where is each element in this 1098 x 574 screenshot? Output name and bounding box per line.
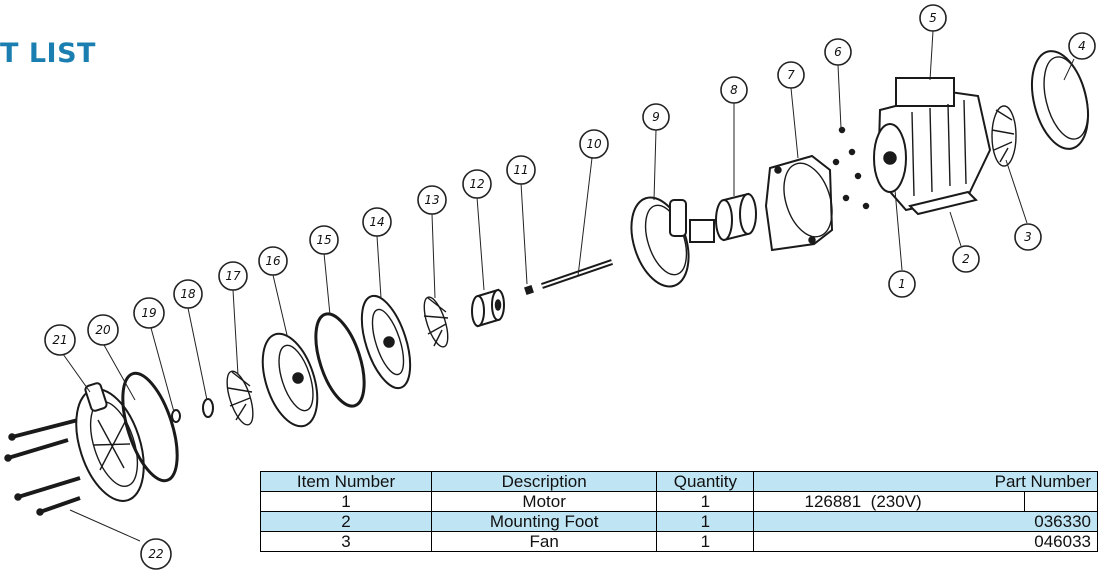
svg-text:13: 13	[424, 193, 439, 207]
bolts-part	[832, 126, 870, 210]
cell-part-number: 046033	[753, 531, 1098, 552]
callout-11: 11	[506, 155, 536, 185]
svg-text:4: 4	[1078, 39, 1086, 53]
callout-13: 13	[417, 185, 447, 215]
callout-22: 22	[140, 538, 172, 570]
bracket-part	[764, 154, 834, 252]
callout-20: 20	[87, 314, 119, 346]
o-ring-part	[121, 371, 179, 483]
callout-10: 10	[579, 129, 609, 159]
leader-lines	[62, 30, 1075, 542]
cell-item: 1	[259, 491, 433, 512]
svg-text:7: 7	[787, 68, 795, 82]
svg-text:5: 5	[929, 11, 937, 25]
cell-quantity: 1	[656, 511, 755, 532]
cell-description: Motor	[431, 491, 658, 512]
impeller-part	[226, 370, 254, 426]
fan-cover-part	[1031, 50, 1089, 150]
seal-ring-part	[171, 409, 181, 423]
motor-part	[873, 77, 992, 212]
impeller-2-part	[423, 296, 449, 348]
page-title: T LIST	[0, 38, 96, 69]
svg-text:22: 22	[148, 547, 163, 561]
part-number-value: 126881 (230V)	[754, 492, 1026, 511]
table-header-row: Item Number Description Quantity Part Nu…	[259, 471, 1098, 492]
svg-text:15: 15	[316, 233, 331, 247]
svg-text:9: 9	[652, 110, 660, 124]
svg-text:10: 10	[586, 137, 602, 151]
callout-15: 15	[309, 225, 339, 255]
fan-part	[991, 105, 1017, 167]
callout-9: 9	[642, 103, 670, 131]
screws-part	[4, 418, 81, 516]
gasket-part	[314, 312, 366, 408]
header-quantity: Quantity	[656, 471, 755, 492]
table-row: 2 Mounting Foot 1 036330	[259, 511, 1098, 532]
bushing-part	[471, 288, 505, 328]
cell-part-number: 036330	[753, 511, 1098, 532]
callout-bubbles: 1 2 3 4 5 6 7 8 9 10 11 12 13 14 15 16 1…	[44, 4, 1096, 570]
callout-14: 14	[362, 207, 392, 237]
diffuser-part	[360, 294, 412, 390]
callout-1: 1	[888, 270, 916, 298]
svg-text:3: 3	[1024, 230, 1032, 244]
svg-text:12: 12	[469, 177, 484, 191]
table-row: 3 Fan 1 046033	[259, 531, 1098, 552]
parts-table: Item Number Description Quantity Part Nu…	[259, 471, 1098, 552]
foot-part	[908, 190, 978, 216]
cell-quantity: 1	[656, 491, 755, 512]
svg-text:16: 16	[265, 254, 281, 268]
table-row: 1 Motor 1 126881 (230V)	[259, 491, 1098, 512]
svg-text:14: 14	[369, 215, 384, 229]
callout-3: 3	[1014, 223, 1042, 251]
callout-16: 16	[258, 246, 288, 276]
callout-6: 6	[824, 38, 852, 66]
callout-17: 17	[218, 261, 248, 291]
svg-text:6: 6	[834, 45, 842, 59]
sleeve-part	[715, 192, 757, 242]
cell-description: Mounting Foot	[431, 511, 658, 532]
callout-21: 21	[44, 324, 76, 356]
cell-item: 2	[259, 511, 433, 532]
svg-text:11: 11	[513, 163, 528, 177]
svg-text:8: 8	[730, 83, 738, 97]
nut-part	[524, 285, 534, 295]
cell-quantity: 1	[656, 531, 755, 552]
header-item-number: Item Number	[259, 471, 433, 492]
svg-text:21: 21	[52, 333, 67, 347]
callout-12: 12	[462, 169, 492, 199]
svg-text:19: 19	[141, 306, 156, 320]
svg-text:20: 20	[95, 323, 111, 337]
header-part-number: Part Number	[753, 471, 1098, 492]
volute-part	[261, 332, 319, 428]
svg-text:1: 1	[898, 277, 906, 291]
svg-text:18: 18	[180, 287, 196, 301]
callout-19: 19	[133, 297, 165, 329]
callout-5: 5	[919, 4, 947, 32]
svg-text:2: 2	[962, 252, 970, 266]
pump-housing-part	[75, 382, 145, 502]
callout-4: 4	[1068, 32, 1096, 60]
callout-7: 7	[777, 61, 805, 89]
callout-18: 18	[173, 279, 203, 309]
callout-8: 8	[720, 76, 748, 104]
callout-2: 2	[952, 245, 980, 273]
cell-description: Fan	[431, 531, 658, 552]
header-description: Description	[431, 471, 658, 492]
seal-part	[202, 398, 214, 418]
svg-text:17: 17	[225, 269, 241, 283]
cell-item: 3	[259, 531, 433, 552]
cell-part-number: 126881 (230V)	[753, 491, 1098, 512]
adapter-part	[630, 196, 715, 288]
